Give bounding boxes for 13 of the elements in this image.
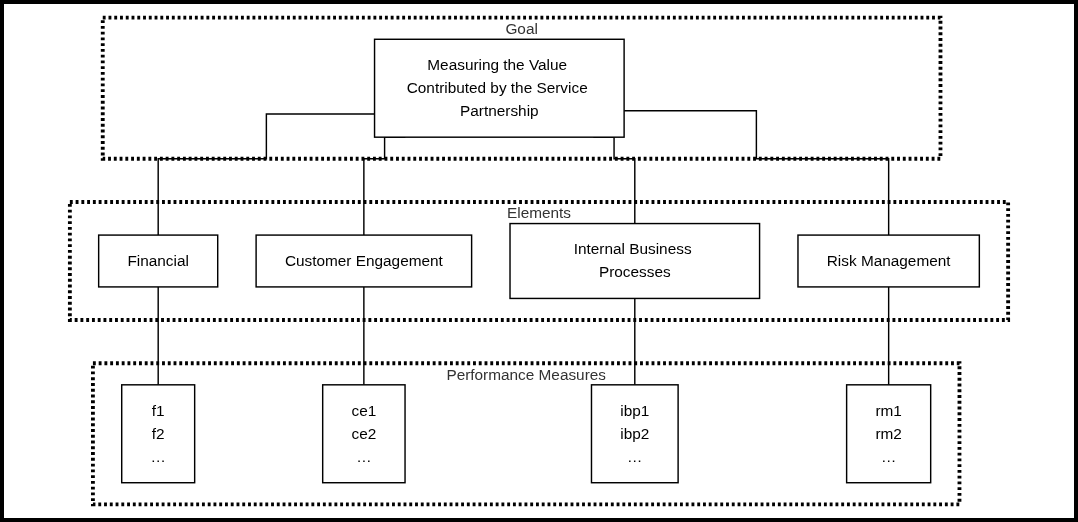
node-box: ce1 ce2 … (321, 384, 406, 484)
node-box: rm1 rm2 … (845, 384, 932, 484)
connector (363, 286, 365, 386)
node-box: Customer Engagement (255, 234, 473, 288)
node-box: f1 f2 … (121, 384, 196, 484)
node-box: Risk Management (797, 234, 981, 288)
connector (634, 297, 636, 386)
node-box: Measuring the Value Contributed by the Service Partnership (373, 38, 625, 138)
node-box: Internal Business Processes (509, 222, 761, 300)
connector (887, 286, 890, 386)
connector (157, 286, 159, 386)
node-box: Financial (97, 234, 219, 288)
node-box: ibp1 ibp2 … (590, 384, 679, 484)
